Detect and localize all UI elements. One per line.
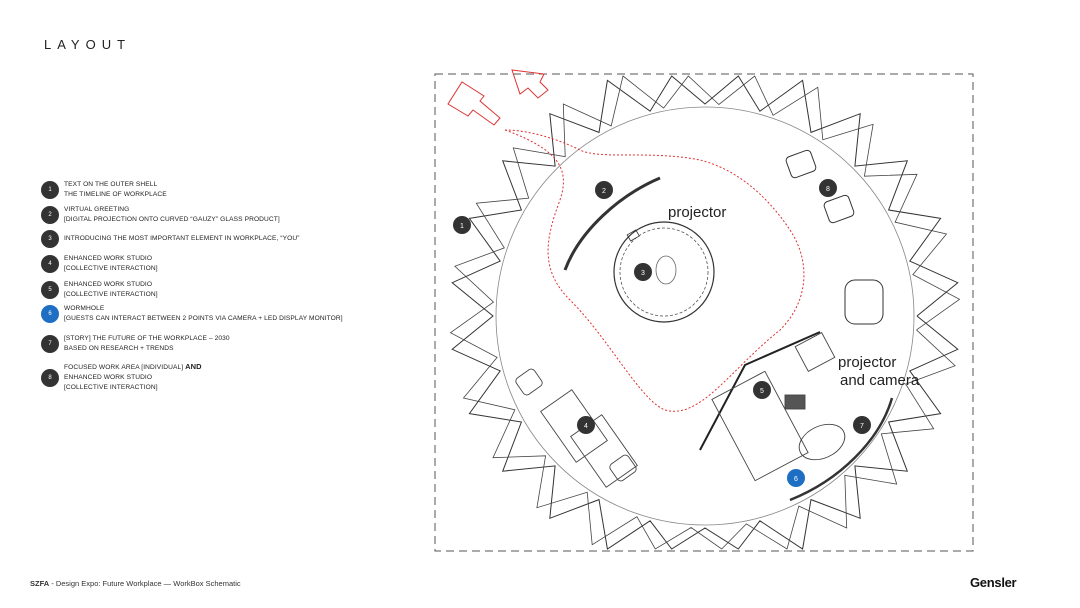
brand-logo: Gensler	[970, 575, 1017, 590]
marker-5: 5	[753, 381, 771, 399]
footer: SZFA - Design Expo: Future Workplace — W…	[30, 579, 241, 588]
exit-arrow-icon	[511, 69, 549, 99]
marker-8: 8	[819, 179, 837, 197]
legend-line: Enhanced Work Studio	[64, 255, 153, 262]
legend-badge: 2	[41, 206, 59, 224]
legend-text: Focused Work area [individual] AND Enhan…	[64, 362, 202, 393]
legend-item-8: 8 Focused Work area [individual] AND Enh…	[41, 362, 202, 393]
marker-3: 3	[634, 263, 652, 281]
work-studio-4-furniture	[515, 368, 638, 488]
legend-line: Virtual Greeting	[64, 206, 130, 213]
legend-item-3: 3 Introducing the most important element…	[41, 230, 300, 248]
legend-badge: 3	[41, 230, 59, 248]
legend-text: Virtual Greeting [Digital projection ont…	[64, 205, 280, 225]
legend-line: Focused Work area [individual] AND	[64, 362, 202, 373]
marker-number: 2	[602, 188, 606, 195]
inner-floor-circle	[495, 106, 915, 526]
marker-number: 7	[860, 423, 864, 430]
legend-line: The timeline of workplace	[64, 191, 167, 198]
legend-item-5: 5 Enhanced Work Studio [collective inter…	[41, 280, 158, 300]
work-studio-5-furniture	[699, 331, 836, 482]
focused-work-chairs	[785, 149, 884, 325]
legend-line-part: Focused Work area [individual]	[64, 364, 184, 371]
legend-line: [STORY] The future of the workplace – 20…	[64, 335, 230, 342]
legend-badge: 1	[41, 181, 59, 199]
curved-glass-wall	[563, 176, 661, 271]
legend-item-6: 6 Wormhole [guests can interact between …	[41, 304, 343, 324]
legend-line: [collective interaction]	[64, 384, 158, 391]
legend-line: Enhanced Work Studio	[64, 281, 153, 288]
marker-number: 4	[584, 423, 588, 430]
legend-line: [collective interaction]	[64, 265, 158, 272]
shell-zigzag-offset	[449, 75, 961, 550]
label-projector-camera-1: projector	[838, 354, 896, 371]
legend-text: Text on the outer shell The timeline of …	[64, 180, 167, 200]
marker-number: 8	[826, 186, 830, 193]
plan-boundary	[434, 73, 974, 552]
legend-line: [guests can interact between 2 points vi…	[64, 315, 343, 322]
marker-7: 7	[853, 416, 871, 434]
legend-line: [Digital projection onto curved “gauzy” …	[64, 216, 280, 223]
marker-2: 2	[595, 181, 613, 199]
legend-text: Wormhole [guests can interact between 2 …	[64, 304, 343, 324]
legend-badge: 8	[41, 368, 59, 387]
marker-number: 6	[794, 476, 798, 483]
footer-code: SZFA	[30, 579, 50, 588]
legend-line: Based on research + trends	[64, 345, 174, 352]
legend-line: Introducing the most important element i…	[64, 235, 300, 242]
legend-item-4: 4 Enhanced Work Studio [collective inter…	[41, 254, 158, 274]
legend-line: [collective interaction]	[64, 291, 158, 298]
legend-text: Enhanced Work Studio [collective interac…	[64, 280, 158, 300]
footer-text: - Design Expo: Future Workplace — WorkBo…	[51, 579, 241, 588]
entry-arrow-icon	[447, 81, 501, 126]
label-projector-camera-2: and camera	[840, 372, 920, 389]
marker-number: 3	[641, 270, 645, 277]
legend-badge: 5	[41, 281, 59, 299]
wormhole-area-furniture	[789, 397, 894, 502]
marker-4: 4	[577, 416, 595, 434]
marker-6: 6	[787, 469, 805, 487]
label-projector: projector	[668, 204, 726, 221]
marker-number: 5	[760, 388, 764, 395]
legend-line: Enhanced work studio	[64, 374, 153, 381]
outer-shell	[449, 75, 961, 550]
circulation-path	[504, 129, 805, 412]
legend-line: Text on the outer shell	[64, 181, 158, 188]
legend-text: Enhanced Work Studio [collective interac…	[64, 254, 158, 274]
legend-item-1: 1 Text on the outer shell The timeline o…	[41, 180, 167, 200]
legend-badge: 7	[41, 335, 59, 353]
person-figure-icon	[655, 255, 677, 285]
marker-number: 1	[460, 223, 464, 230]
legend-text: [STORY] The future of the workplace – 20…	[64, 334, 230, 354]
marker-1: 1	[453, 216, 471, 234]
legend-line: Wormhole	[64, 305, 105, 312]
legend-badge: 4	[41, 255, 59, 273]
legend-item-7: 7 [STORY] The future of the workplace – …	[41, 334, 230, 354]
shell-zigzag	[451, 75, 959, 550]
page-title: LAYOUT	[44, 37, 132, 52]
legend-bold-and: AND	[185, 362, 202, 371]
legend-text: Introducing the most important element i…	[64, 234, 300, 244]
projection-ring-outer	[613, 221, 715, 323]
legend-item-2: 2 Virtual Greeting [Digital projection o…	[41, 205, 280, 225]
projection-ring-inner	[619, 227, 709, 317]
legend-badge: 6	[41, 305, 59, 323]
projector-device	[626, 229, 640, 242]
